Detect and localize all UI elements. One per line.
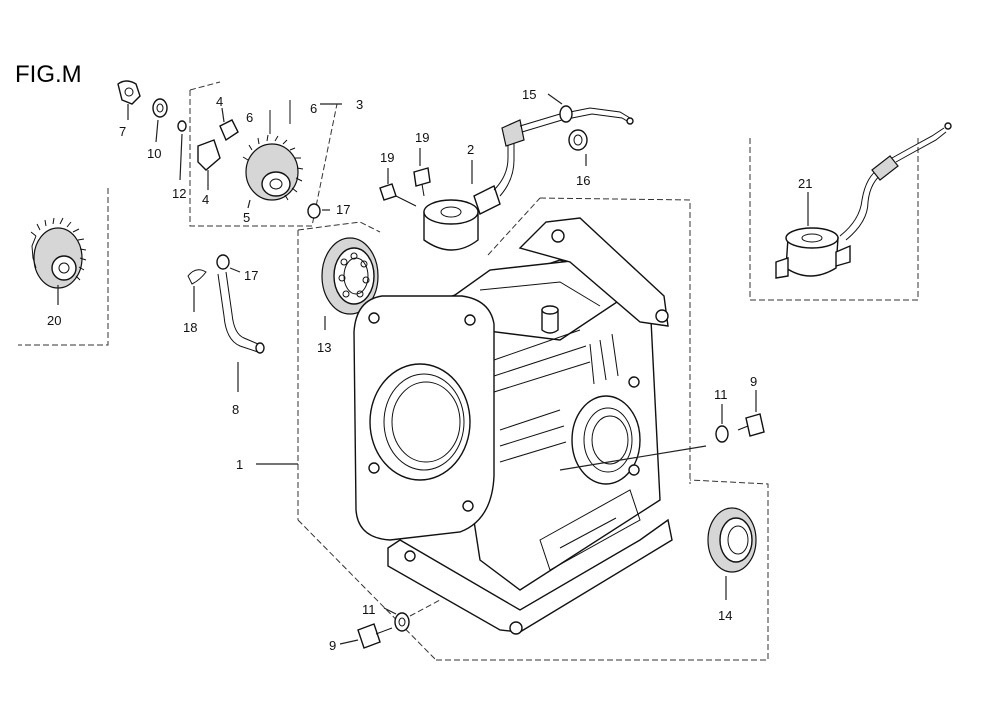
label-7: 7: [119, 124, 126, 139]
part-19-bolt-a[interactable]: [413, 148, 431, 197]
label-17a: 17: [336, 202, 350, 217]
label-21: 21: [798, 176, 812, 191]
label-10: 10: [147, 146, 161, 161]
part-6-pin[interactable]: [269, 100, 291, 134]
label-4a: 4: [216, 94, 223, 109]
part-18-clip[interactable]: [187, 269, 207, 312]
part-15-wire[interactable]: [519, 93, 634, 133]
part-7-bolt[interactable]: [117, 80, 141, 120]
label-19b: 19: [380, 150, 394, 165]
part-21-oil-sensor[interactable]: [775, 122, 952, 279]
inset-box-left: [18, 188, 109, 346]
part-9-bolt-right[interactable]: [737, 390, 765, 437]
label-16: 16: [576, 173, 590, 188]
label-14: 14: [718, 608, 732, 623]
label-20: 20: [47, 313, 61, 328]
part-8-breather-tube[interactable]: [217, 271, 265, 392]
part-4-weight[interactable]: [197, 107, 239, 190]
label-13: 13: [317, 340, 331, 355]
part-2-oil-alert[interactable]: [423, 119, 525, 251]
label-1: 1: [236, 457, 243, 472]
part-11-washer-right[interactable]: [715, 404, 729, 443]
part-13-bearing[interactable]: [321, 237, 379, 330]
label-8: 8: [232, 402, 239, 417]
callout-labels: 7 10 12 4 4 6 6 3 5 17 17 18 8 20 13 1 1…: [47, 87, 812, 653]
label-5: 5: [243, 210, 250, 225]
part-11-washer-bottom[interactable]: [383, 599, 441, 632]
part-10-washer[interactable]: [152, 98, 168, 143]
bracket-1: [256, 197, 769, 661]
part-17-washer-a[interactable]: [307, 203, 330, 219]
part-5-governor-gear[interactable]: [242, 134, 304, 209]
label-11b: 11: [362, 602, 376, 617]
part-12-clip[interactable]: [177, 120, 187, 181]
label-6a: 6: [246, 110, 253, 125]
part-9-bolt-bottom[interactable]: [339, 623, 393, 649]
label-18: 18: [183, 320, 197, 335]
part-20-governor-gear[interactable]: [30, 217, 87, 305]
inset-box-right: [749, 138, 919, 301]
label-17b: 17: [244, 268, 258, 283]
label-9b: 9: [329, 638, 336, 653]
label-3: 3: [356, 97, 363, 112]
part-14-oil-seal[interactable]: [707, 507, 757, 600]
label-15: 15: [522, 87, 536, 102]
bracket-3: [189, 81, 342, 227]
part-16-grommet[interactable]: [568, 129, 588, 166]
label-19a: 19: [415, 130, 429, 145]
part-17-washer-b[interactable]: [216, 254, 241, 273]
label-2: 2: [467, 142, 474, 157]
part-1-crankcase[interactable]: [353, 217, 707, 635]
label-6b: 6: [310, 101, 317, 116]
label-4b: 4: [202, 192, 209, 207]
label-11a: 11: [714, 387, 728, 402]
part-19-bolt-b[interactable]: [379, 168, 417, 207]
figure-title: FIG.M: [15, 61, 82, 88]
label-12: 12: [172, 186, 186, 201]
label-9a: 9: [750, 374, 757, 389]
